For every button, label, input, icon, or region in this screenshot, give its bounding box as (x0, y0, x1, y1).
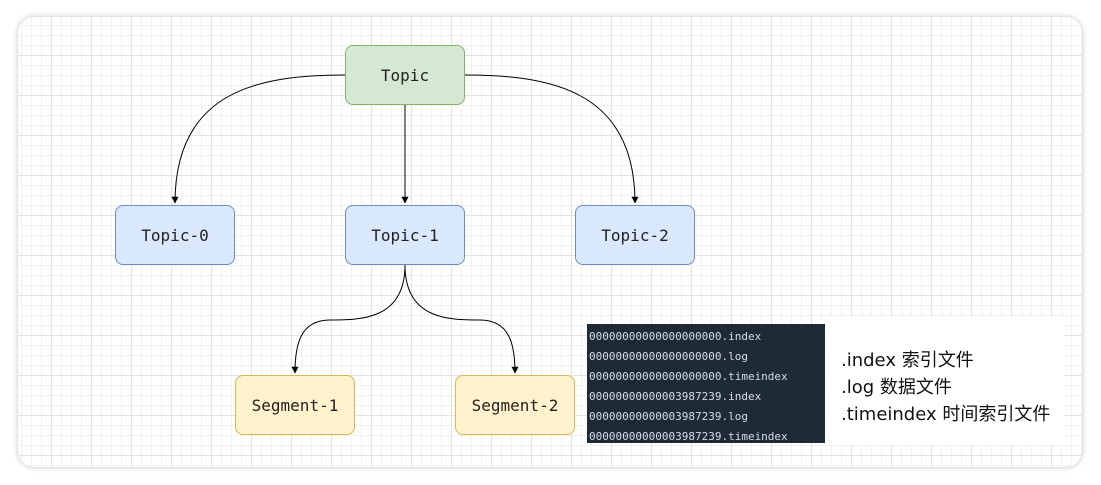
segment-2-node[interactable]: Segment-2 (455, 375, 575, 435)
topic-root-node[interactable]: Topic (345, 45, 465, 105)
legend-line-timeindex: .timeindex 时间索引文件 (841, 404, 1051, 425)
topic-1-node[interactable]: Topic-1 (345, 205, 465, 265)
diagram-canvas (18, 17, 1082, 467)
edge-root-topic-0 (171, 74, 346, 204)
segment-1-label: Segment-1 (251, 395, 339, 415)
topic-2-node[interactable]: Topic-2 (575, 205, 695, 265)
edge-topic-1-segment-1 (291, 264, 406, 374)
edge-topic-1-segment-2 (404, 264, 519, 374)
file-entry: 00000000000000000000.log (589, 350, 748, 363)
legend-line-log: .log 数据文件 (841, 377, 952, 398)
segment-file-listing: 00000000000000000000.index 0000000000000… (587, 324, 825, 443)
file-entry: 00000000000003987239.index (589, 390, 762, 403)
legend-line-index: .index 索引文件 (841, 350, 974, 371)
edge-layer (171, 74, 639, 374)
file-entry: 00000000000003987239.log (589, 410, 748, 423)
file-entry: 00000000000000000000.index (589, 330, 762, 343)
topic-0-node[interactable]: Topic-0 (115, 205, 235, 265)
topic-root-label: Topic (380, 65, 430, 85)
segment-2-label: Segment-2 (471, 395, 559, 415)
edge-root-topic-2 (464, 74, 639, 204)
topic-0-label: Topic-0 (141, 225, 209, 245)
topic-1-label: Topic-1 (371, 225, 439, 245)
file-entry: 00000000000000000000.timeindex (589, 370, 788, 383)
segment-1-node[interactable]: Segment-1 (235, 375, 355, 435)
topic-2-label: Topic-2 (601, 225, 669, 245)
file-type-legend: .index 索引文件 .log 数据文件 .timeindex 时间索引文件 (826, 317, 1064, 445)
file-entry: 00000000000003987239.timeindex (589, 430, 788, 443)
